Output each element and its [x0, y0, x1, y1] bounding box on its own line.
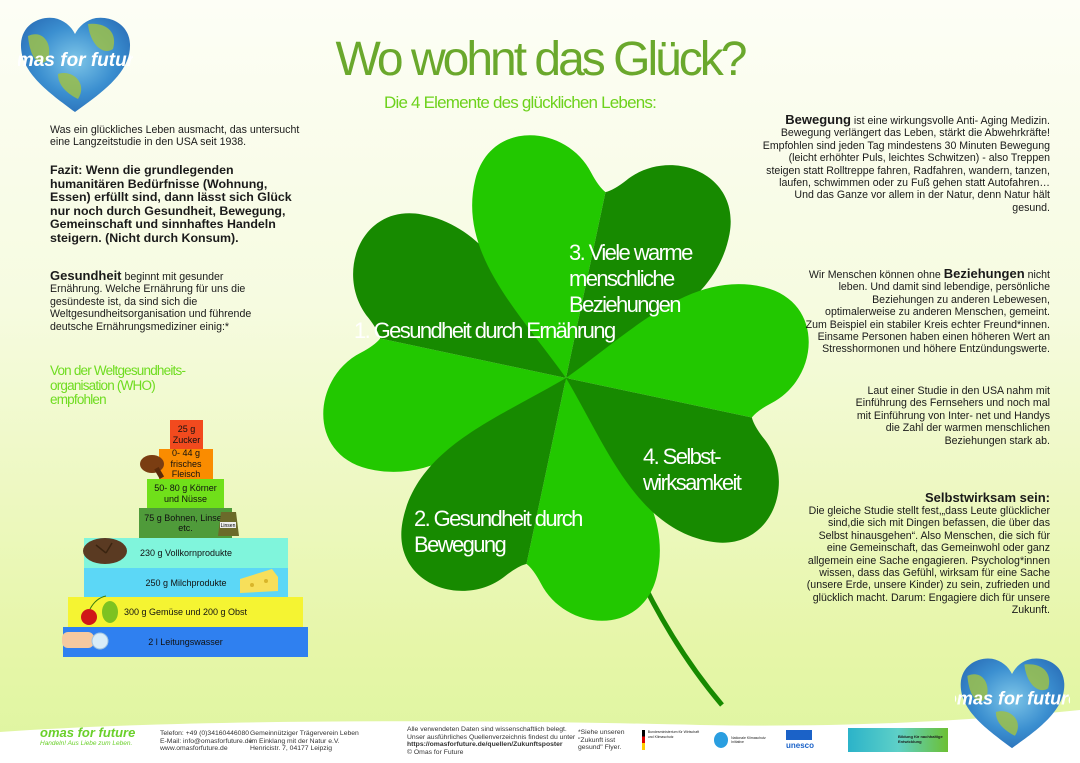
gesundheit-body: beginnt mit gesunder Ernährung. Welche E…	[50, 271, 252, 333]
footer-email[interactable]: E-Mail: info@omasforfuture.de	[160, 737, 253, 745]
cherry-pear-icon	[81, 595, 118, 625]
bmwk-logo: Bundesministerium für Wirtschaft und Kli…	[642, 730, 702, 750]
footer-organisation: Gemeinnütziger Trägerverein Leben im Ein…	[250, 730, 359, 753]
unesco-logo: unesco	[786, 730, 836, 750]
lentil-sack-icon: Linsen	[218, 512, 239, 536]
footer-org-line: im Einklang mit der Natur e.V.	[250, 737, 340, 745]
clover-leaf-2	[401, 378, 660, 621]
cheese-icon	[240, 569, 278, 593]
gesundheit-heading: Gesundheit	[50, 268, 122, 283]
nki-logo: Nationale Klimaschutz Initiative	[714, 732, 774, 748]
footer-slogan: Handeln! Aus Liebe zum Leben.	[40, 740, 133, 747]
footer-org-line: Henricistr. 7, 04177 Leipzig	[250, 745, 332, 753]
bread-icon	[83, 538, 127, 564]
studie-text: Laut einer Studie in den USA nahm mit Ei…	[855, 385, 1050, 447]
pyramid-legumes: 75 g Bohnen, Linsen etc.	[139, 508, 232, 538]
bne-award-logo: Bildung für nachhaltige Entwicklung	[848, 728, 948, 752]
bewegung-text: Bewegung ist eine wirkungsvolle Anti- Ag…	[760, 112, 1050, 214]
omas-for-future-logo-bottom: omas for future	[946, 655, 1078, 755]
footer-phone: Telefon: +49 (0)34160446080	[160, 730, 249, 737]
footer-brand-name: omas for future	[40, 725, 136, 740]
leaf-half	[353, 213, 566, 378]
leaf-half	[566, 378, 779, 543]
footer-website[interactable]: www.omasforfuture.de	[160, 745, 228, 753]
leaf-label-4: 4. Selbst- wirksamkeit	[643, 444, 742, 495]
clover-leaf-1	[323, 213, 566, 472]
beziehungen-pre: Wir Menschen können ohne	[808, 269, 944, 281]
leaf-label-2: 2. Gesundheit durch Bewegung	[414, 506, 583, 557]
leaf-label-3: 3. Viele warme menschliche Beziehungen	[569, 240, 693, 317]
bewegung-heading: Bewegung	[785, 112, 851, 127]
fazit-text: Fazit: Wenn die grundlegenden humanitäre…	[50, 163, 292, 245]
footer-sources: Alle verwendeten Daten sind wissenschaft…	[407, 726, 575, 756]
drumstick-icon	[140, 455, 165, 480]
leaf-label-1: 1. Gesundheit durch Ernährung	[354, 318, 616, 343]
intro-text: Was ein glückliches Leben ausmacht, das …	[50, 124, 300, 149]
beziehungen-text: Wir Menschen können ohne Beziehungen nic…	[805, 266, 1050, 356]
clover-leaf-4	[566, 284, 809, 543]
pyramid-sugar: 25 g Zucker	[170, 420, 203, 449]
beziehungen-heading: Beziehungen	[943, 266, 1025, 281]
clover-leaf-3	[472, 135, 731, 378]
pyramid-meat: 0- 44 g frisches Fleisch	[159, 448, 213, 479]
pyramid-grains-nuts: 50- 80 g Körner und Nüsse	[147, 479, 224, 508]
footer-contact: Telefon: +49 (0)34160446080 E-Mail: info…	[160, 730, 252, 753]
svg-text:Linsen: Linsen	[221, 523, 236, 529]
selbstwirksam-heading: Selbstwirksam sein:	[925, 490, 1050, 505]
footer-brand: omas for future Handeln! Aus Liebe zum L…	[40, 725, 135, 747]
omas-for-future-logo: omas for future	[5, 14, 145, 119]
footer-background	[0, 710, 1080, 763]
leaf-half	[323, 338, 566, 472]
leaf-half	[401, 378, 566, 591]
hand-water-bottle-icon	[62, 632, 109, 650]
gesundheit-text: Gesundheit beginnt mit gesunder Ernährun…	[50, 268, 270, 333]
selbstwirksam-body: Die gleiche Studie stellt fest,„dass Leu…	[806, 505, 1050, 617]
leaf-half	[566, 165, 731, 378]
page-subtitle: Die 4 Elemente des glücklichen Lebens:	[384, 93, 657, 112]
page-title: Wo wohnt das Glück?	[335, 33, 747, 86]
leaf-half	[526, 378, 660, 621]
sponsor-logos: Bundesministerium für Wirtschaft und Kli…	[642, 728, 948, 752]
svg-text:omas for future: omas for future	[955, 688, 1070, 708]
footer-org-line: Gemeinnütziger Trägerverein Leben	[250, 730, 359, 737]
footer-sources-link[interactable]: https://omasforfuture.de/quellen/Zukunft…	[407, 741, 563, 749]
bewegung-body: ist eine wirkungsvolle Anti- Aging Mediz…	[762, 115, 1050, 214]
leaf-half	[472, 135, 606, 378]
footer-flyer-note: *Siehe unseren "Zukunft isst gesund" Fly…	[578, 729, 625, 752]
footer-sources-line: Unser ausführliches Quellenverzeichnis f…	[407, 733, 576, 741]
logo-text: omas for future	[18, 50, 133, 71]
leaf-half	[566, 284, 809, 418]
beziehungen-body: nicht leben. Und damit sind lebendige, p…	[805, 269, 1050, 356]
footer-copyright: © Omas for Future	[407, 748, 464, 756]
who-recommendation: Von der Weltgesundheits-organisation (WH…	[50, 363, 186, 407]
footer-sources-line: Alle verwendeten Daten sind wissenschaft…	[407, 726, 567, 733]
